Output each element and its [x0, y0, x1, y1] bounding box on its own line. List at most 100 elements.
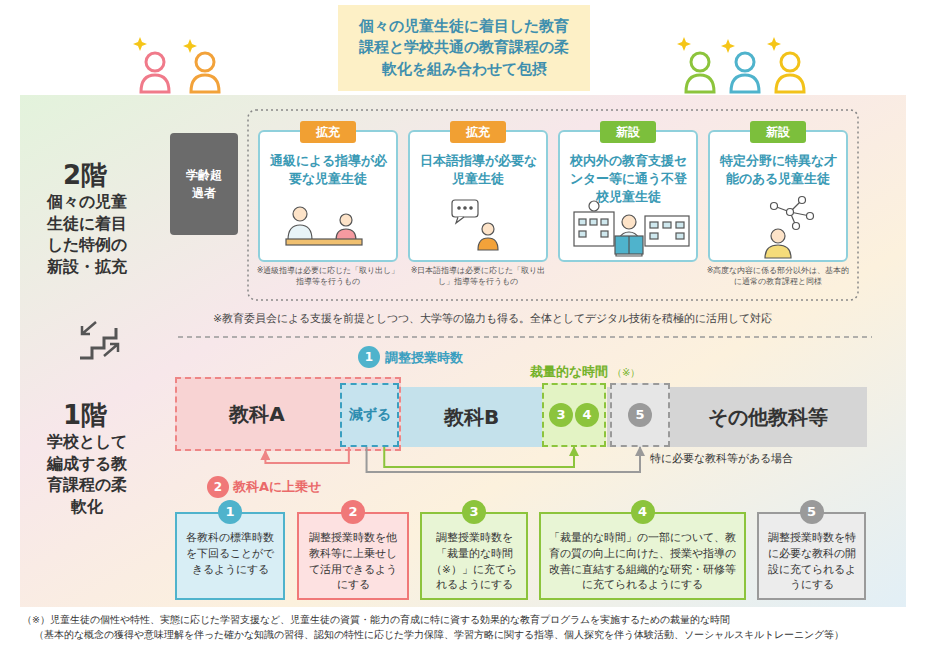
tutoring-illustration [286, 239, 362, 245]
tag-label: 拡充 [300, 121, 356, 143]
sparkle [767, 37, 781, 51]
callout-label: 裁量的な時間 [530, 364, 608, 381]
floor-description: 学校として編成する教育課程の柔軟化 [46, 432, 128, 519]
talent-illustration [793, 223, 800, 230]
tutoring-illustration [288, 225, 312, 240]
category-label: 学齢超過者 [170, 166, 238, 202]
card-title: 通級による指導が必要な児童生徒 [268, 152, 388, 188]
card-title: 校内外の教育支援センター等に通う不登校児童生徒 [568, 152, 688, 207]
measure-box: 1各教科の標準時数を下回ることができるようにする [175, 512, 285, 600]
school-illustration [574, 201, 689, 256]
school-illustration [663, 222, 671, 228]
school-illustration [616, 232, 642, 256]
person-icon [196, 53, 214, 71]
tag-badge: 新設 [750, 121, 806, 143]
talent-illustration [771, 229, 785, 243]
language-illustration [458, 207, 460, 209]
tutoring-illustration [336, 229, 356, 240]
school-illustration [676, 222, 684, 228]
title-text: 個々の児童生徒に着目した教育課程と学校共通の教育課程の柔軟化を組み合わせて包摂 [356, 16, 572, 79]
school-illustration [590, 219, 597, 225]
category-box: 学齢超過者 [170, 133, 238, 235]
connector-arrow [384, 447, 574, 467]
callout-number: 3 [462, 500, 486, 524]
tag-label: 新設 [600, 121, 656, 143]
target-card: 日本語指導が必要な児童生徒※日本語指導は必要に応じた「取り出し」指導等を行うもの… [408, 130, 548, 262]
measure-text: 調整授業時数を「裁量的な時間（※）」に充てられるようにする [429, 530, 519, 593]
stairs-icon [104, 344, 118, 356]
school-illustration [650, 222, 658, 228]
reduce-label: 減ずる [342, 406, 397, 424]
talent-illustration [790, 212, 796, 226]
callout-number: 5 [800, 500, 824, 524]
callout-number: 2 [341, 500, 365, 524]
language-illustration [452, 200, 478, 217]
callout-number: 4 [575, 403, 599, 427]
tutoring-illustration [293, 207, 307, 221]
callout-number: 4 [631, 500, 655, 524]
tag-badge: 新設 [600, 121, 656, 143]
card-note: ※高度な内容に係る部分以外は、基本的に通常の教育課程と同様 [706, 266, 850, 288]
person-icon [776, 75, 804, 92]
person-icon [736, 53, 754, 71]
stairs-icon [80, 328, 116, 358]
school-illustration [615, 236, 643, 254]
person-icon [686, 75, 714, 92]
special-box: 5 [610, 383, 670, 447]
subject-block: 教科B [401, 387, 542, 447]
language-illustration [452, 200, 498, 250]
talent-illustration [771, 203, 778, 210]
subject-label: 教科B [401, 404, 542, 431]
callout-number: 3 [549, 403, 573, 427]
stairs-icon [80, 322, 118, 358]
callout-label: 調整授業時数 [385, 349, 463, 367]
talent-illustration [765, 197, 814, 259]
footnote: （※）児童生徒の個性や特性、実態に応じた学習支援など、児童生徒の資質・能力の育成… [22, 614, 912, 627]
measure-box: 3調整授業時数を「裁量的な時間（※）」に充てられるようにする [420, 512, 528, 600]
school-illustration [676, 233, 684, 239]
tutoring-illustration [340, 214, 352, 226]
subject-block: 教科A減ずる [175, 377, 401, 451]
callout-number: 1 [218, 500, 242, 524]
target-card: 通級による指導が必要な児童生徒※通級指導は必要に応じた「取り出し」指導等を行うも… [258, 130, 398, 262]
connector-arrow [367, 447, 640, 472]
callout-number: 2 [207, 476, 229, 498]
note-text: ※教育委員会による支援を前提としつつ、大学等の協力も得る。全体としてデジタル技術… [213, 311, 883, 326]
subject-block: その他教科等5 [607, 387, 867, 447]
subject-label: その他教科等 [669, 404, 867, 431]
card-title: 特定分野に特異な才能のある児童生徒 [718, 152, 838, 188]
talent-illustration [807, 213, 814, 220]
school-illustration [622, 215, 636, 229]
measure-text: 調整授業時数を特に必要な教科の開設に充てられるようにする [766, 530, 857, 593]
person-icon [691, 53, 709, 71]
talent-illustration [790, 212, 810, 216]
talent-illustration [787, 209, 794, 216]
school-illustration [589, 201, 599, 211]
school-illustration [579, 219, 586, 225]
measure-box: 2調整授業時数を他教科等に上乗せして活用できるようにする [297, 512, 409, 600]
person-icon [146, 53, 164, 71]
floor-description: 個々の児童生徒に着目した特例の新設・拡充 [46, 192, 128, 279]
floor-label: 2階 [30, 158, 140, 193]
tag-label: 新設 [750, 121, 806, 143]
person-icon [141, 75, 169, 92]
group-outline [248, 110, 858, 300]
separator-line [178, 336, 872, 338]
school-illustration [628, 236, 629, 254]
tutoring-illustration [286, 207, 362, 245]
language-illustration [482, 223, 494, 235]
floor-label: 1階 [30, 398, 140, 433]
sparkle [183, 39, 197, 53]
language-illustration [456, 217, 464, 223]
card-title: 日本語指導が必要な児童生徒 [418, 152, 538, 188]
measure-box: 5調整授業時数を特に必要な教科の開設に充てられるようにする [757, 512, 866, 600]
title-box: 個々の児童生徒に着目した教育課程と学校共通の教育課程の柔軟化を組み合わせて包摂 [338, 5, 590, 91]
school-illustration [650, 233, 658, 239]
talent-illustration [790, 200, 802, 212]
talent-illustration [765, 245, 791, 258]
tag-badge: 拡充 [300, 121, 356, 143]
person-icon [731, 75, 759, 92]
measure-text: 調整授業時数を他教科等に上乗せして活用できるようにする [306, 530, 400, 593]
footnote-mark: （※） [612, 366, 640, 380]
